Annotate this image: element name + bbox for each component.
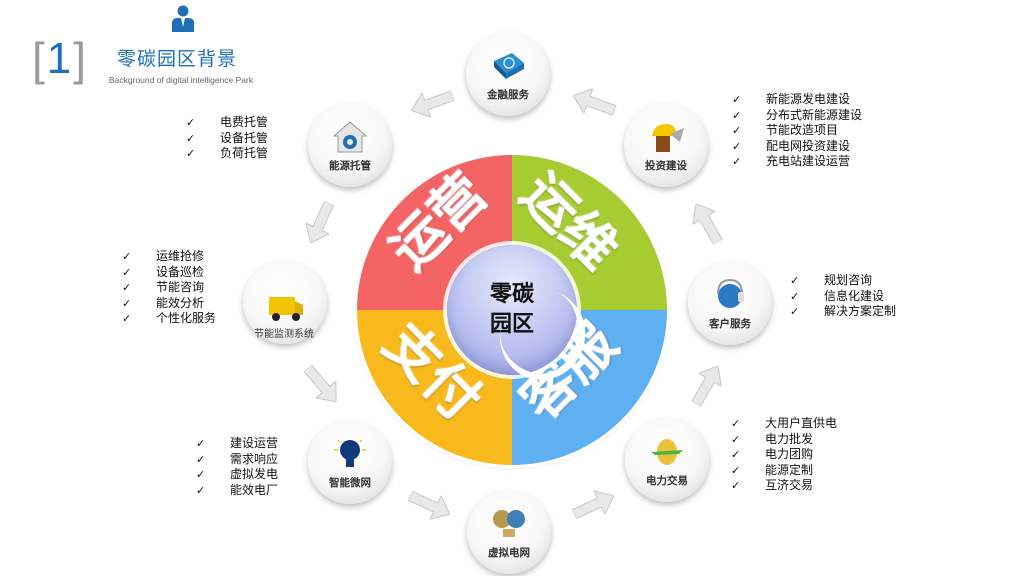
list-item: ✓互济交易: [731, 478, 814, 492]
check-icon: ✓: [731, 417, 741, 430]
arrow-icon: [572, 87, 618, 116]
node-label: 投资建设: [645, 160, 687, 172]
check-icon: ✓: [790, 305, 800, 318]
list-customer: ✓规划咨询 ✓信息化建设 ✓解决方案定制: [790, 273, 896, 320]
check-icon: ✓: [732, 93, 742, 106]
check-icon: ✓: [122, 281, 132, 294]
list-item: ✓充电站建设运营: [732, 154, 851, 168]
list-item: ✓电力团购: [731, 447, 814, 461]
node-label: 节能监测系统: [254, 328, 314, 340]
list-item: ✓配电网投资建设: [732, 138, 851, 153]
check-icon: ✓: [790, 274, 800, 287]
list-item: ✓大用户直供电: [731, 416, 838, 430]
node-label: 客户服务: [709, 318, 751, 330]
arrow-icon: [304, 200, 335, 244]
arrow-icon: [692, 203, 724, 246]
check-icon: ✓: [122, 265, 132, 279]
node-trading: 电力交易: [625, 418, 709, 502]
node-customer: 客户服务: [688, 261, 772, 345]
list-item: ✓节能咨询: [122, 280, 205, 294]
list-item: ✓能源定制: [731, 462, 814, 477]
check-icon: ✓: [122, 250, 132, 263]
check-icon: ✓: [196, 468, 206, 481]
list-item: ✓分布式新能源建设: [732, 107, 863, 122]
node-energy-hosting: 能源托管: [308, 103, 392, 187]
check-icon: ✓: [186, 147, 196, 160]
check-icon: ✓: [731, 463, 741, 477]
check-icon: ✓: [731, 448, 741, 461]
check-icon: ✓: [122, 312, 132, 325]
check-icon: ✓: [732, 155, 742, 168]
node-microgrid: 智能微网: [308, 420, 392, 504]
person-icon: [172, 5, 194, 32]
truck-icon: [269, 296, 303, 321]
arrow-icon: [303, 364, 337, 403]
check-icon: ✓: [196, 437, 206, 450]
list-item: ✓规划咨询: [790, 273, 873, 287]
list-item: ✓节能改造项目: [732, 123, 839, 137]
page-title: 零碳园区背景: [117, 48, 238, 70]
list-trading: ✓大用户直供电 ✓电力批发 ✓电力团购 ✓能源定制 ✓互济交易: [731, 416, 837, 494]
bracket-right: ]: [73, 33, 87, 85]
arrow-icon: [571, 489, 615, 520]
bulbs-handshake-icon: [493, 510, 525, 537]
node-investment: 投资建设: [624, 103, 708, 187]
finance-cube-icon: [494, 53, 524, 79]
section-number-value: 1: [46, 34, 72, 83]
arrow-icon: [690, 365, 722, 408]
center-hub: 零碳 园区: [447, 245, 577, 375]
check-icon: ✓: [732, 108, 742, 122]
check-icon: ✓: [790, 289, 800, 303]
list-item: ✓能效分析: [122, 295, 205, 310]
list-energy-hosting: ✓电费托管 ✓设备托管 ✓负荷托管: [186, 115, 268, 162]
check-icon: ✓: [731, 479, 741, 492]
list-item: ✓设备托管: [186, 130, 269, 145]
arrow-icon: [407, 490, 451, 521]
list-item: ✓运维抢修: [122, 249, 205, 263]
list-item: ✓解决方案定制: [790, 304, 897, 318]
list-item: ✓负荷托管: [186, 146, 269, 160]
section-number: [ 1 ]: [32, 34, 86, 84]
check-icon: ✓: [122, 296, 132, 310]
check-icon: ✓: [732, 124, 742, 137]
hardhat-trowel-icon: [652, 124, 684, 152]
node-label: 智能微网: [329, 477, 371, 489]
node-label: 虚拟电网: [488, 547, 530, 559]
check-icon: ✓: [196, 452, 206, 466]
list-item: ✓信息化建设: [790, 288, 885, 303]
check-icon: ✓: [196, 483, 206, 497]
check-icon: ✓: [186, 116, 196, 129]
check-icon: ✓: [732, 139, 742, 153]
check-icon: ✓: [731, 432, 741, 446]
list-investment: ✓新能源发电建设 ✓分布式新能源建设 ✓节能改造项目 ✓配电网投资建设 ✓充电站…: [732, 92, 862, 170]
globe-headset-icon: [717, 278, 744, 308]
center-title-line1: 零碳: [489, 282, 534, 308]
lightbulb-hand-icon: [334, 439, 366, 467]
center-title-line2: 园区: [489, 312, 534, 337]
list-item: ✓需求响应: [196, 451, 279, 466]
list-item: ✓电费托管: [186, 115, 269, 129]
node-label: 金融服务: [487, 89, 529, 101]
node-label: 能源托管: [329, 160, 371, 172]
list-item: ✓能效电厂: [196, 482, 279, 497]
list-item: ✓电力批发: [731, 431, 814, 446]
list-item: ✓建设运营: [196, 436, 279, 450]
node-label: 电力交易: [646, 475, 688, 487]
house-safe-icon: [332, 121, 368, 153]
page-subtitle: Background of digital intelligence Park: [109, 75, 254, 85]
bracket-left: [: [32, 33, 45, 85]
node-virtual-grid: 虚拟电网: [467, 490, 551, 574]
list-item: ✓设备巡检: [122, 264, 205, 279]
node-monitoring: 节能监测系统: [243, 260, 327, 344]
list-item: ✓虚拟发电: [196, 467, 279, 481]
list-microgrid: ✓建设运营 ✓需求响应 ✓虚拟发电 ✓能效电厂: [196, 436, 278, 498]
coin-arrow-icon: [651, 439, 683, 465]
node-finance: 金融服务: [466, 32, 550, 116]
arrow-icon: [410, 90, 456, 119]
list-item: ✓个性化服务: [122, 311, 217, 325]
list-item: ✓新能源发电建设: [732, 92, 851, 106]
list-monitoring: ✓运维抢修 ✓设备巡检 ✓节能咨询 ✓能效分析 ✓个性化服务: [122, 249, 216, 327]
check-icon: ✓: [186, 131, 196, 145]
